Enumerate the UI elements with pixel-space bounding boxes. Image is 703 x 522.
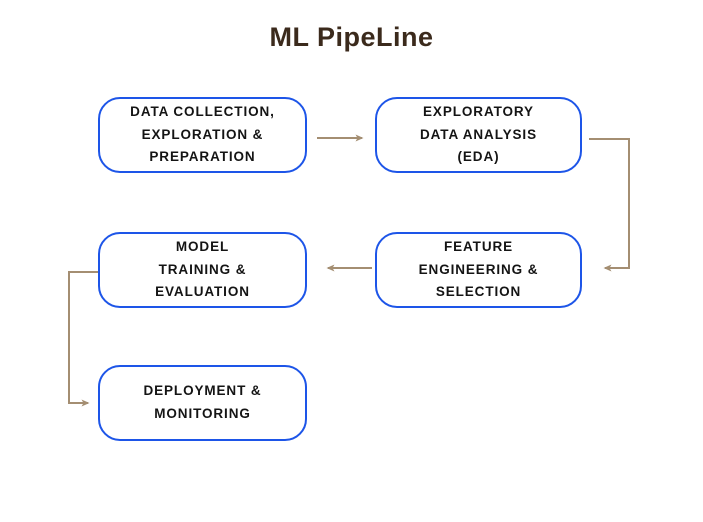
node-model-training-label: MODEL TRAINING & EVALUATION — [155, 238, 250, 300]
node-eda-label: EXPLORATORY DATA ANALYSIS (EDA) — [420, 103, 537, 165]
node-deployment-label: DEPLOYMENT & MONITORING — [143, 383, 262, 421]
node-feature-engineering: FEATURE ENGINEERING & SELECTION — [375, 232, 588, 314]
node-eda: EXPLORATORY DATA ANALYSIS (EDA) — [375, 97, 588, 179]
edge-model-to-deployment — [68, 271, 98, 407]
edge-eda-to-feature — [589, 138, 630, 272]
node-feature-engineering-label: FEATURE ENGINEERING & SELECTION — [418, 238, 539, 300]
node-data-collection: DATA COLLECTION, EXPLORATION & PREPARATI… — [98, 97, 313, 179]
node-data-collection-label: DATA COLLECTION, EXPLORATION & PREPARATI… — [130, 103, 275, 165]
node-model-training: MODEL TRAINING & EVALUATION — [98, 232, 313, 314]
node-deployment: DEPLOYMENT & MONITORING — [98, 365, 313, 447]
page-title: ML PipeLine — [269, 22, 434, 52]
